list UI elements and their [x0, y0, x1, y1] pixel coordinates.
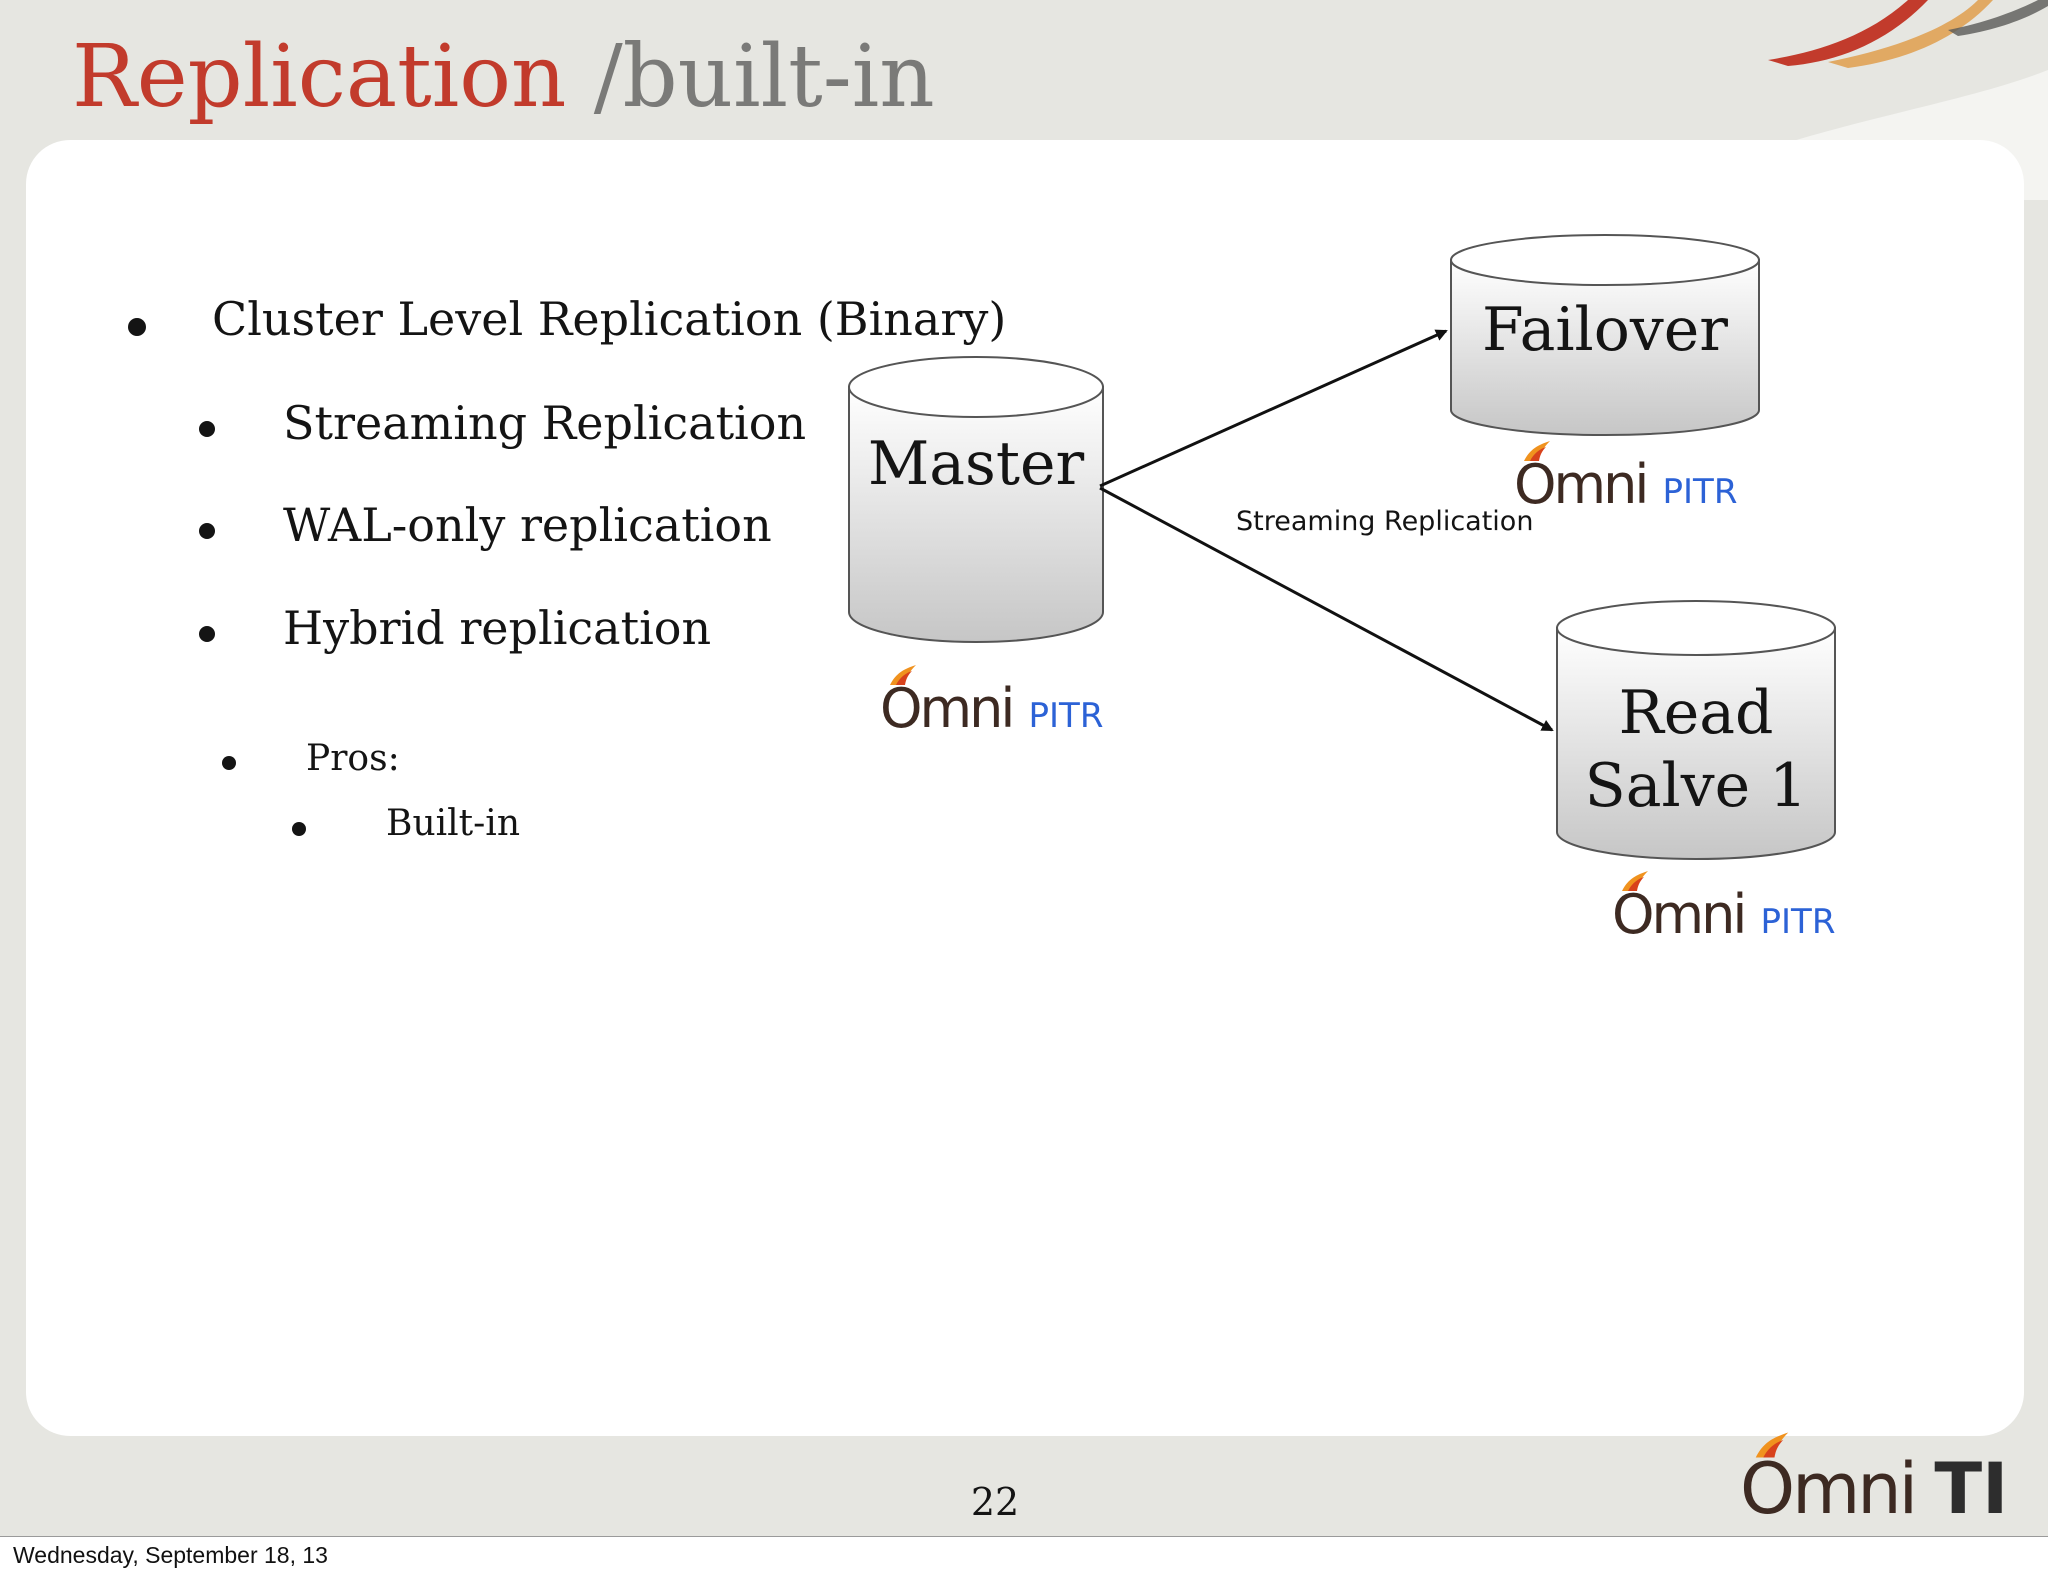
omnipitr-logo-read-slave: Omni PITR: [1612, 871, 1836, 942]
slide: Replication /built-in Cluster Level Repl…: [0, 0, 2048, 1537]
master-label: Master: [868, 429, 1085, 499]
page-number: 22: [970, 1480, 1020, 1524]
bullet-dot: [199, 523, 215, 539]
master-db-cylinder: Master: [848, 356, 1104, 643]
omni-text: Omni: [1740, 1448, 1918, 1530]
bullet-hybrid: Hybrid replication: [283, 601, 712, 655]
page-title: Replication /built-in: [72, 30, 935, 125]
omniti-logo: Omni TI: [1740, 1432, 2009, 1530]
omni-text: Omni: [1514, 453, 1649, 516]
bullet-cluster-level: Cluster Level Replication (Binary): [212, 292, 1007, 346]
flame-icon: [1622, 871, 1648, 891]
pitr-text: PITR: [1760, 902, 1836, 942]
failover-label: Failover: [1482, 295, 1728, 365]
omni-text: Omni: [880, 677, 1015, 740]
ti-text: TI: [1934, 1448, 2009, 1530]
arrow-master-to-read-slave: [1099, 486, 1554, 732]
flame-icon: [1524, 441, 1550, 461]
footer-date: Wednesday, September 18, 13: [13, 1542, 328, 1568]
bullet-dot: [222, 756, 236, 770]
omni-wordmark: Omni: [1740, 1432, 1934, 1530]
omni-wordmark: Omni: [1514, 441, 1661, 516]
read-slave-db-cylinder: Read Salve 1: [1556, 600, 1836, 860]
flame-icon: [890, 665, 916, 685]
read-slave-label-line2: Salve 1: [1585, 751, 1808, 821]
read-slave-label-line1: Read: [1619, 678, 1774, 748]
streaming-replication-label: Streaming Replication: [1236, 506, 1534, 537]
bullet-dot: [292, 822, 306, 836]
failover-db-cylinder: Failover: [1450, 234, 1760, 436]
omnipitr-logo-master: Omni PITR: [880, 665, 1104, 736]
bullet-dot: [199, 421, 215, 437]
omni-wordmark: Omni: [1612, 871, 1759, 946]
omnipitr-logo-failover: Omni PITR: [1514, 441, 1738, 512]
omni-text: Omni: [1612, 883, 1747, 946]
omni-wordmark: Omni: [880, 665, 1027, 740]
arrow-master-to-failover: [1099, 329, 1448, 488]
bullet-wal-only: WAL-only replication: [283, 498, 772, 552]
bullet-pros: Pros:: [306, 738, 400, 779]
title-sub: /built-in: [566, 27, 935, 127]
pitr-text: PITR: [1662, 472, 1738, 512]
replication-diagram: Master Failover Read Salve 1: [848, 234, 1836, 860]
title-main: Replication: [72, 27, 567, 127]
bullet-built-in: Built-in: [386, 803, 520, 844]
bullet-streaming-replication: Streaming Replication: [283, 396, 807, 450]
bullet-dot: [199, 626, 215, 642]
flame-icon: [1755, 1432, 1789, 1458]
bullet-dot: [128, 318, 146, 336]
pitr-text: PITR: [1028, 696, 1104, 736]
